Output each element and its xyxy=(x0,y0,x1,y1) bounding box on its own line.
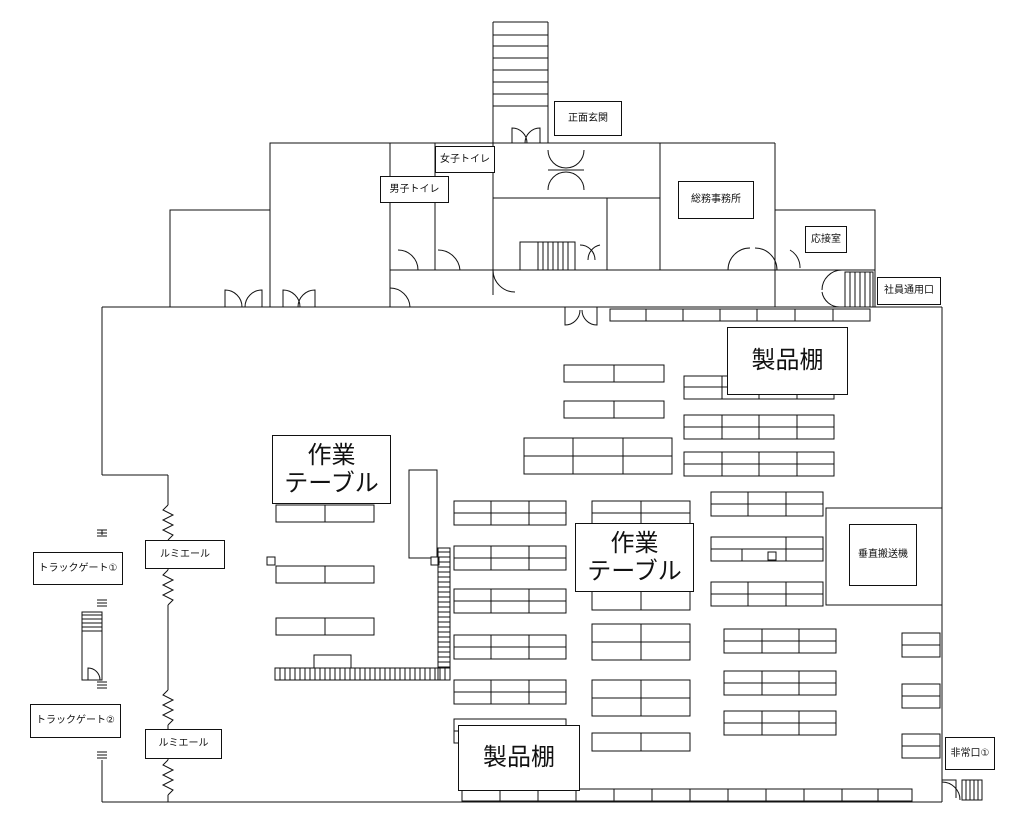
truck-gate-structure xyxy=(81,529,107,759)
vertical-conveyor-label: 垂直搬送機 xyxy=(849,524,917,586)
truck-gate-1-label: トラックゲート① xyxy=(33,552,123,585)
women-restroom-label: 女子トイレ xyxy=(435,146,495,173)
vertical-conveyor-area xyxy=(825,507,943,606)
staff-entrance-stairs xyxy=(844,271,874,308)
top-stairs xyxy=(493,34,548,107)
lumi-ale-2-label: ルミエール xyxy=(145,729,222,759)
lumi-ale-1-label: ルミエール xyxy=(145,540,225,569)
emergency-exit-1-label: 非常口① xyxy=(945,737,995,770)
product-shelf-bottom-label: 製品棚 xyxy=(458,725,580,791)
product-shelf-top-label: 製品棚 xyxy=(727,327,848,395)
reception-room-label: 応接室 xyxy=(805,226,847,253)
general-affairs-office-label: 総務事務所 xyxy=(678,181,754,219)
staff-entrance-label: 社員通用口 xyxy=(877,277,941,305)
main-entrance-label: 正面玄関 xyxy=(554,101,622,136)
work-table-center-label: 作業 テーブル xyxy=(575,523,694,592)
bottom-shelf-row xyxy=(461,788,913,802)
inner-stairs xyxy=(519,241,576,271)
truck-gate-2-label: トラックゲート② xyxy=(30,704,121,738)
emergency-exit-stairs xyxy=(941,779,983,801)
upper-building-walls xyxy=(169,21,876,307)
door-swings xyxy=(170,127,843,326)
top-shelf-row xyxy=(609,308,871,322)
work-table-left-label: 作業 テーブル xyxy=(272,435,391,504)
roller-conveyor xyxy=(274,469,451,681)
men-restroom-label: 男子トイレ xyxy=(380,176,449,203)
